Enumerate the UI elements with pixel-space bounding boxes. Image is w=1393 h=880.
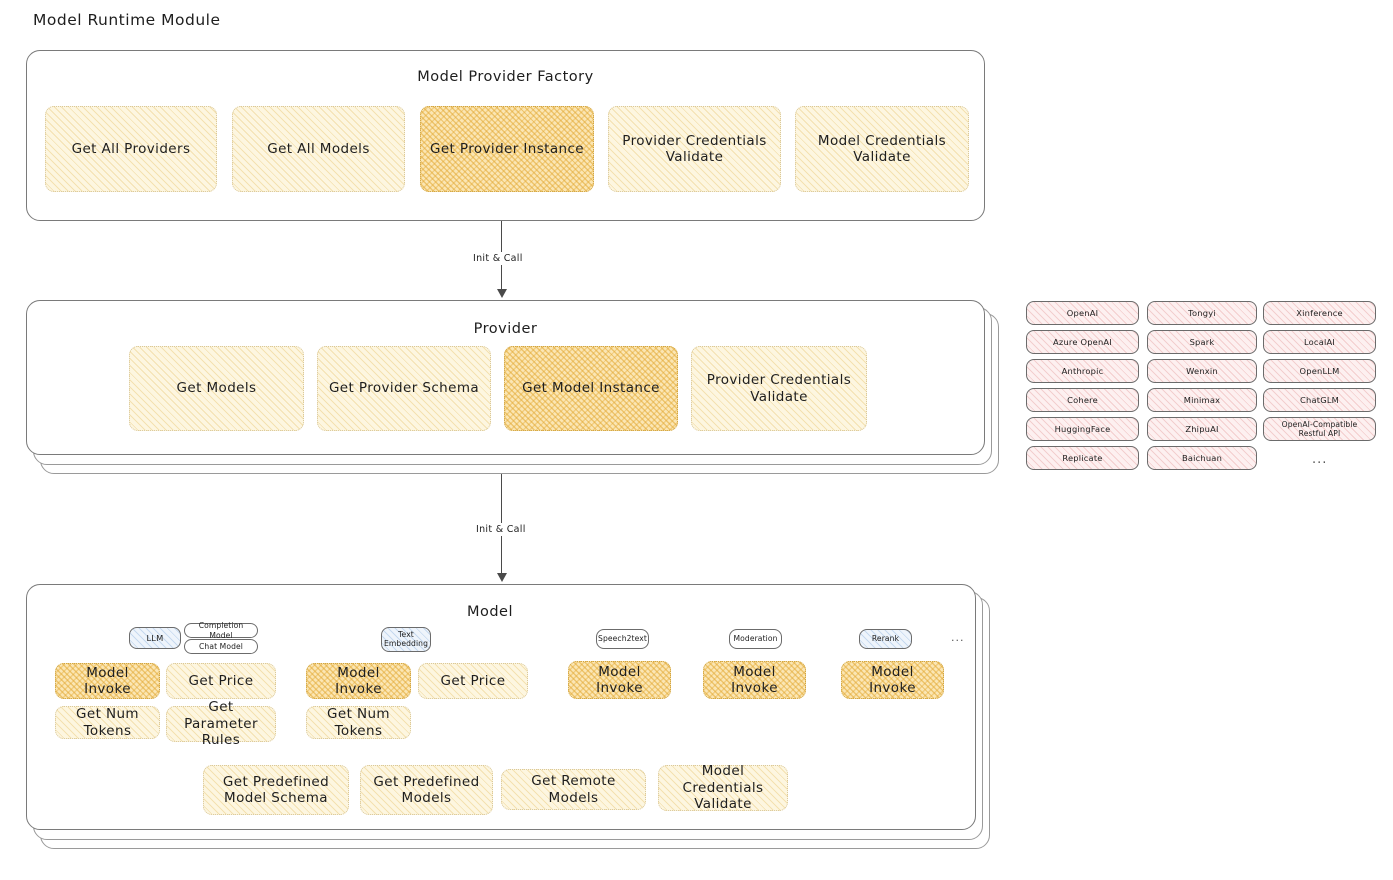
- model-op-text-embedding-get-price[interactable]: Get Price: [418, 663, 528, 699]
- connector-factory-label: Init & Call: [468, 252, 528, 265]
- provider-chip-openai[interactable]: OpenAI: [1026, 301, 1139, 325]
- model-op-moderation-model-invoke[interactable]: Model Invoke: [703, 661, 806, 699]
- provider-chip-openllm[interactable]: OpenLLM: [1263, 359, 1376, 383]
- model-op-llm-get-num-tokens[interactable]: Get Num Tokens: [55, 706, 160, 739]
- model-common-op-get-predefined-models[interactable]: Get Predefined Models: [360, 765, 493, 815]
- model-common-op-get-predefined-model-schema[interactable]: Get Predefined Model Schema: [203, 765, 349, 815]
- factory-node-get-provider-instance[interactable]: Get Provider Instance: [420, 106, 594, 192]
- model-type-speech2text[interactable]: Speech2text: [596, 629, 649, 649]
- provider-node-provider-credentials-validate[interactable]: Provider Credentials Validate: [691, 346, 867, 431]
- provider-list-more: ...: [1312, 452, 1328, 467]
- page-title: Model Runtime Module: [33, 11, 221, 29]
- model-common-op-model-credentials-validate[interactable]: Model Credentials Validate: [658, 763, 788, 812]
- model-op-llm-get-parameter-rules[interactable]: Get Parameter Rules: [166, 699, 276, 748]
- model-common-op-get-remote-models[interactable]: Get Remote Models: [501, 769, 646, 810]
- factory-node-provider-credentials-validate[interactable]: Provider Credentials Validate: [608, 106, 781, 192]
- model-provider-factory-title: Model Provider Factory: [417, 69, 594, 85]
- model-subtype-completion-model[interactable]: Completion Model: [184, 621, 258, 640]
- factory-node-model-credentials-validate[interactable]: Model Credentials Validate: [795, 106, 969, 192]
- provider-chip-chatglm[interactable]: ChatGLM: [1263, 388, 1376, 412]
- model-op-llm-model-invoke[interactable]: Model Invoke: [55, 663, 160, 699]
- provider-chip-localai[interactable]: LocalAI: [1263, 330, 1376, 354]
- model-op-text-embedding-model-invoke[interactable]: Model Invoke: [306, 663, 411, 699]
- provider-chip-wenxin[interactable]: Wenxin: [1147, 359, 1257, 383]
- provider-chip-zhipuai[interactable]: ZhipuAI: [1147, 417, 1257, 441]
- connector-provider-label: Init & Call: [471, 523, 531, 536]
- provider-chip-azure-openai[interactable]: Azure OpenAI: [1026, 330, 1139, 354]
- model-type-moderation[interactable]: Moderation: [729, 629, 782, 649]
- provider-node-get-models[interactable]: Get Models: [129, 346, 304, 431]
- provider-node-get-provider-schema[interactable]: Get Provider Schema: [317, 346, 491, 431]
- provider-chip-spark[interactable]: Spark: [1147, 330, 1257, 354]
- provider-chip-xinference[interactable]: Xinference: [1263, 301, 1376, 325]
- factory-node-get-all-providers[interactable]: Get All Providers: [45, 106, 217, 192]
- provider-chip-anthropic[interactable]: Anthropic: [1026, 359, 1139, 383]
- provider-chip-minimax[interactable]: Minimax: [1147, 388, 1257, 412]
- factory-node-get-all-models[interactable]: Get All Models: [232, 106, 405, 192]
- provider-chip-cohere[interactable]: Cohere: [1026, 388, 1139, 412]
- provider-chip-openai-compatible-restful-api[interactable]: OpenAI-Compatible Restful API: [1263, 417, 1376, 441]
- model-title: Model: [466, 604, 514, 620]
- provider-chip-huggingface[interactable]: HuggingFace: [1026, 417, 1139, 441]
- model-type-rerank[interactable]: Rerank: [859, 629, 912, 649]
- model-op-rerank-model-invoke[interactable]: Model Invoke: [841, 661, 944, 699]
- provider-title: Provider: [473, 321, 538, 337]
- model-op-speech2text-model-invoke[interactable]: Model Invoke: [568, 661, 671, 699]
- model-op-text-embedding-get-num-tokens[interactable]: Get Num Tokens: [306, 706, 411, 739]
- model-subtype-chat-model[interactable]: Chat Model: [184, 639, 258, 654]
- model-types-more: ...: [951, 631, 965, 644]
- provider-chip-replicate[interactable]: Replicate: [1026, 446, 1139, 470]
- provider-chip-tongyi[interactable]: Tongyi: [1147, 301, 1257, 325]
- provider-node-get-model-instance[interactable]: Get Model Instance: [504, 346, 678, 431]
- model-type-text-embedding[interactable]: Text Embedding: [381, 627, 431, 652]
- provider-chip-baichuan[interactable]: Baichuan: [1147, 446, 1257, 470]
- model-op-llm-get-price[interactable]: Get Price: [166, 663, 276, 699]
- model-type-llm[interactable]: LLM: [129, 627, 181, 649]
